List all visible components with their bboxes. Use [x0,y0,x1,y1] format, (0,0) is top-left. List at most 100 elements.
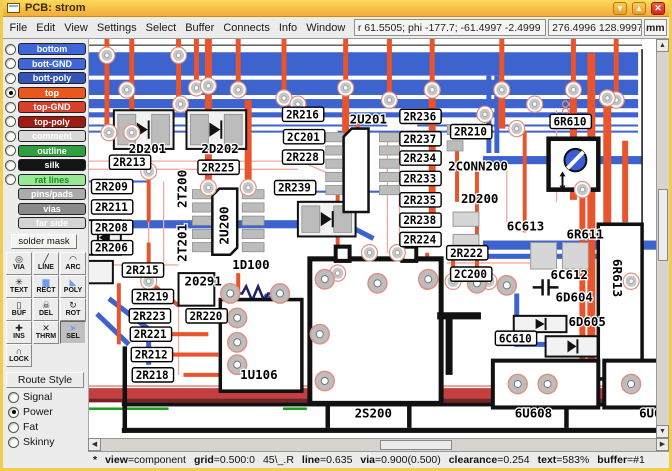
tool-sel[interactable]: ➤SEL [60,320,86,344]
solder-mask-button[interactable]: solder mask [11,233,77,249]
svg-text:2R239: 2R239 [278,182,311,195]
status-segment: line=0.635 [301,454,353,466]
route-option-skinny[interactable]: Skinny [5,435,86,450]
refdes-2r236: 2R236 [399,108,442,125]
vscroll-thumb[interactable] [658,189,668,261]
refdes-6d605: 6D605 [567,313,607,331]
refdes-2t201: 2T201 [173,222,190,263]
titlebar[interactable]: PCB: strom ▾ ▴ ✕ [3,0,669,17]
menu-file[interactable]: File [9,21,28,34]
layer-button-vias[interactable]: vias [18,202,86,215]
tool-ins[interactable]: ✚INS [6,320,32,344]
svg-text:2R235: 2R235 [403,194,436,207]
svg-text:2R215: 2R215 [126,264,159,277]
refdes-2r225: 2R225 [197,159,240,176]
layer-button-top[interactable]: top [18,86,86,99]
refdes-2t200: 2T200 [173,168,190,209]
layer-radio-top-gnd[interactable] [5,101,16,113]
units-readout[interactable]: mm [643,19,667,36]
close-button[interactable]: ✕ [651,1,665,15]
route-option-signal[interactable]: Signal [5,390,86,405]
refdes-2r235: 2R235 [399,191,442,208]
tool-via[interactable]: ◎VIA [6,251,32,275]
menu-view[interactable]: View [64,21,88,34]
layer-button-pins-pads[interactable]: pins/pads [18,188,86,201]
position-readout: 276.4996 128.9997 [548,19,642,36]
tool-buf[interactable]: ▯BUF [6,297,32,321]
route-radio-power[interactable] [8,406,19,418]
layer-button-bott-poly[interactable]: bott-poly [18,72,86,85]
scroll-down-arrow[interactable]: ▼ [656,425,669,438]
layer-radio-outline[interactable] [5,145,16,157]
tool-arc[interactable]: ◠ARC [60,251,86,275]
tool-text[interactable]: ✳TEXT [6,274,32,298]
route-radio-signal[interactable] [8,391,19,403]
layer-radio-top-poly[interactable] [5,116,16,128]
tool-label: TEXT [10,286,28,294]
refdes-2r238: 2R238 [399,212,442,228]
svg-text:2S200: 2S200 [355,406,392,421]
layer-button-bott-gnd[interactable]: bott-GND [18,57,86,70]
layer-radio-bottom[interactable] [5,43,16,55]
layer-radio-top[interactable] [5,87,16,99]
tool-del[interactable]: ☠DEL [33,297,59,321]
route-option-power[interactable]: Power [5,405,86,420]
layer-button-bottom[interactable]: bottom [18,43,86,56]
svg-text:2R208: 2R208 [95,221,128,234]
layer-button-far-side[interactable]: far side [18,217,86,230]
minimize-button[interactable]: ▾ [613,1,627,15]
svg-text:2R209: 2R209 [95,181,128,194]
svg-text:2R223: 2R223 [133,310,166,323]
hscroll-thumb[interactable] [380,440,452,450]
maximize-button[interactable]: ▴ [632,1,646,15]
horizontal-scrollbar[interactable]: ◀ ▶ [88,438,669,451]
tool-line[interactable]: ╱LINE [33,251,59,275]
tool-thrm[interactable]: ✕THRM [33,320,59,344]
layer-radio-rat-lines[interactable] [5,174,16,186]
tool-label: LOCK [9,355,29,363]
tool-grid: ◎VIA╱LINE◠ARC ✳TEXT▆RECT◣POLY ▯BUF☠DEL↻ROT… [6,251,86,367]
svg-text:2U201: 2U201 [350,111,387,126]
scroll-right-arrow[interactable]: ▶ [656,438,669,451]
menu-select[interactable]: Select [145,21,177,34]
layer-button-comment[interactable]: comment [18,130,86,143]
route-radio-fat[interactable] [8,421,19,433]
layer-radio-bott-poly[interactable] [5,72,16,84]
app-icon [7,3,20,13]
route-style-button[interactable]: Route Style [6,371,84,388]
scroll-left-arrow[interactable]: ◀ [88,438,101,451]
layer-button-silk[interactable]: silk [18,159,86,172]
tool-rect[interactable]: ▆RECT [33,274,59,298]
refdes-6c610: 6C610 [494,330,538,347]
svg-text:2R225: 2R225 [201,161,234,174]
layer-radio-bott-gnd[interactable] [5,58,16,70]
layer-radio-comment[interactable] [5,130,16,142]
vertical-scrollbar[interactable]: ▲ ▼ [656,39,669,438]
menu-info[interactable]: Info [278,21,298,34]
layer-button-rat-lines[interactable]: rat lines [18,173,86,186]
tool-lock[interactable]: ∩LOCK [6,343,32,367]
status-segment: clearance=0.254 [448,454,530,466]
layer-button-top-poly[interactable]: top-poly [18,115,86,128]
menu-settings[interactable]: Settings [96,21,137,34]
menu-connects[interactable]: Connects [223,21,270,34]
menu-buffer[interactable]: Buffer [185,21,215,34]
refdes-6c612: 6C612 [549,266,589,284]
route-option-fat[interactable]: Fat [5,420,86,435]
scroll-up-arrow[interactable]: ▲ [656,39,669,52]
tool-poly[interactable]: ◣POLY [60,274,86,298]
refdes-2r237: 2R237 [399,130,442,147]
layer-radio-silk[interactable] [5,159,16,171]
status-segment: via=0.900(0.500) [360,454,441,466]
tool-rot[interactable]: ↻ROT [60,297,86,321]
svg-text:6U608: 6U608 [515,406,552,421]
route-radio-skinny[interactable] [8,436,19,448]
menu-window[interactable]: Window [306,21,346,34]
refdes-2conn200: 2CONN200 [447,157,509,175]
menu-edit[interactable]: Edit [36,21,56,34]
poly-icon: ◣ [69,276,77,287]
layer-button-outline[interactable]: outline [18,144,86,157]
layer-button-top-gnd[interactable]: top-GND [18,101,86,114]
